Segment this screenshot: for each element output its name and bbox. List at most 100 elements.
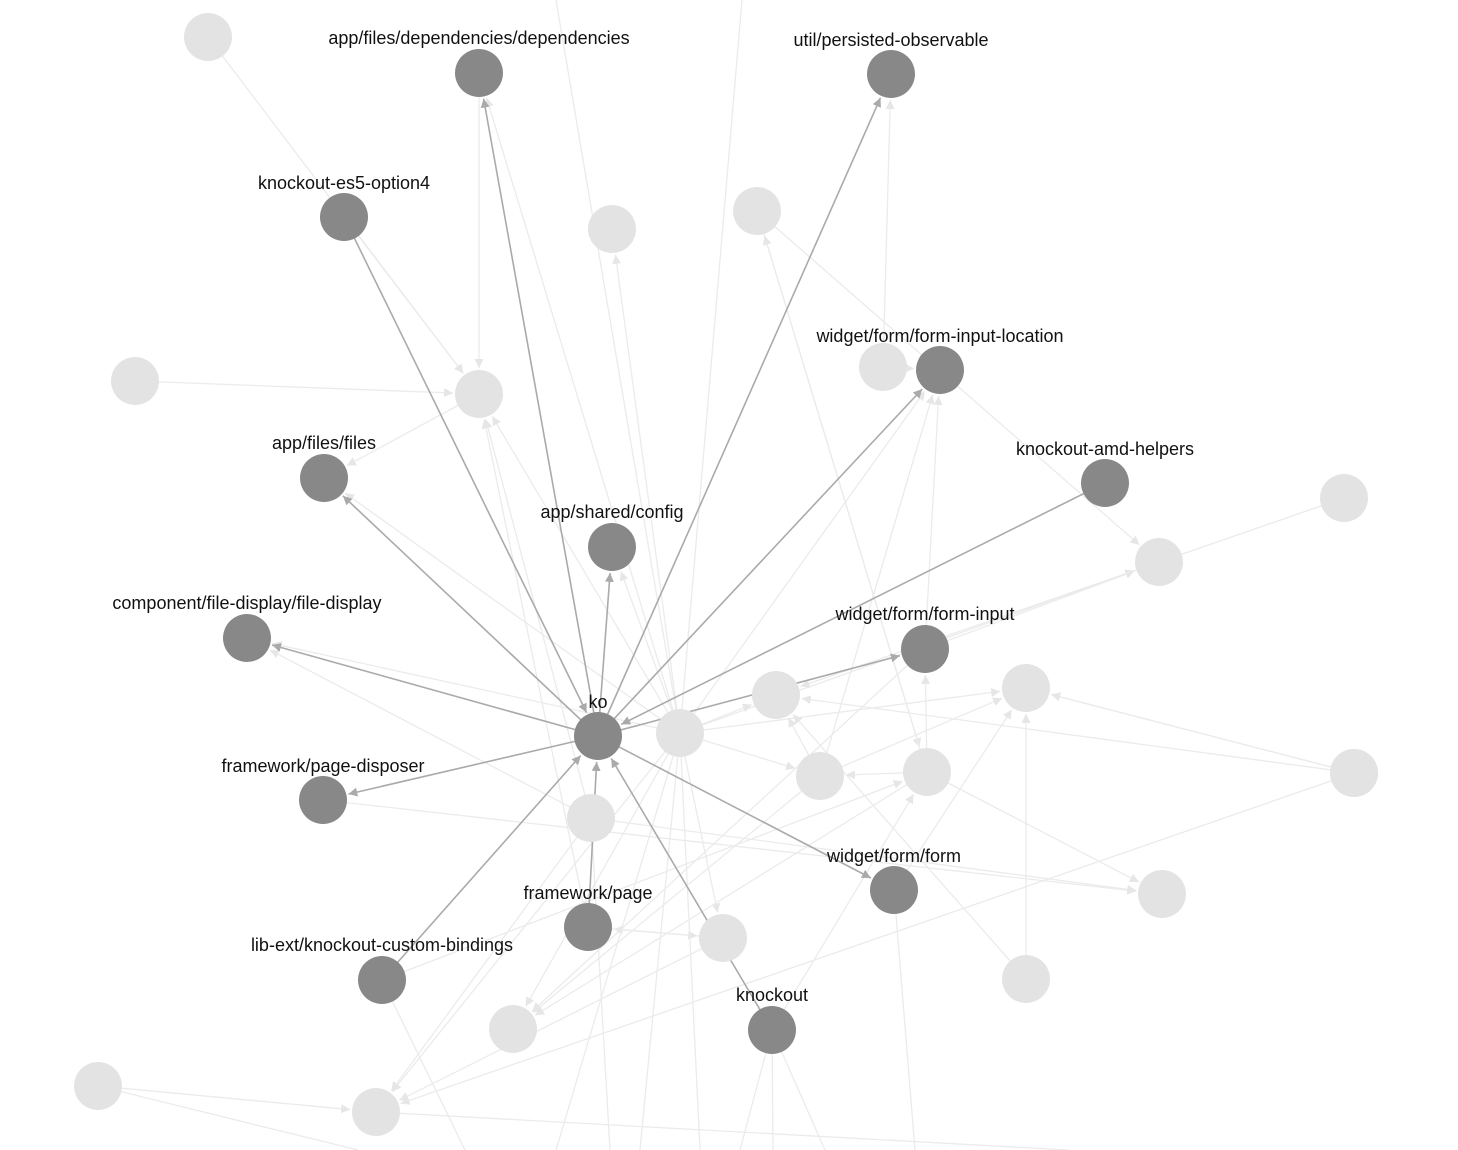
faded-node-g20[interactable] bbox=[352, 1088, 400, 1136]
node-circle[interactable] bbox=[867, 50, 915, 98]
node-circle[interactable] bbox=[1081, 459, 1129, 507]
dependency-edge-ko-files bbox=[342, 495, 599, 737]
faded-edge-g10-g2 bbox=[612, 254, 681, 734]
dependency-edge-ko-filedisp bbox=[271, 643, 599, 737]
node-circle[interactable] bbox=[588, 523, 636, 571]
node-circle[interactable] bbox=[184, 13, 232, 61]
offscreen-edge-g10-3 bbox=[679, 0, 743, 734]
node-circle[interactable] bbox=[903, 748, 951, 796]
faded-edge-g10-g20 bbox=[391, 732, 681, 1093]
module-node-amd[interactable]: knockout-amd-helpers bbox=[1016, 439, 1194, 507]
faded-node-g17[interactable] bbox=[1330, 749, 1378, 797]
faded-node-g2[interactable] bbox=[588, 205, 636, 253]
node-circle[interactable] bbox=[352, 1088, 400, 1136]
node-circle[interactable] bbox=[733, 187, 781, 235]
faded-node-g3[interactable] bbox=[733, 187, 781, 235]
faded-edge-g10-g11 bbox=[679, 688, 1001, 734]
faded-edge-g7-g12 bbox=[800, 497, 1345, 688]
faded-edge-g17-g12 bbox=[801, 695, 1355, 774]
module-node-filedisp[interactable]: component/file-display/file-display bbox=[112, 593, 382, 662]
node-circle[interactable] bbox=[455, 49, 503, 97]
faded-node-g14[interactable] bbox=[903, 748, 951, 796]
node-circle[interactable] bbox=[656, 709, 704, 757]
node-circle[interactable] bbox=[1002, 955, 1050, 1003]
faded-node-g6[interactable] bbox=[455, 370, 503, 418]
faded-node-g10[interactable] bbox=[656, 709, 704, 757]
faded-node-g7[interactable] bbox=[1320, 474, 1368, 522]
node-circle[interactable] bbox=[1330, 749, 1378, 797]
node-circle[interactable] bbox=[299, 776, 347, 824]
faded-node-g1[interactable] bbox=[184, 13, 232, 61]
node-circle[interactable] bbox=[796, 752, 844, 800]
module-node-fil[interactable]: widget/form/form-input-location bbox=[815, 326, 1064, 394]
node-circle[interactable] bbox=[1002, 664, 1050, 712]
node-circle[interactable] bbox=[588, 205, 636, 253]
faded-node-g5[interactable] bbox=[111, 357, 159, 405]
node-circle[interactable] bbox=[752, 671, 800, 719]
faded-edge-g17-g20 bbox=[400, 772, 1355, 1105]
node-circle[interactable] bbox=[320, 193, 368, 241]
dependency-edge-page-ko bbox=[587, 761, 601, 928]
node-circle[interactable] bbox=[111, 357, 159, 405]
node-circle[interactable] bbox=[901, 625, 949, 673]
faded-node-g19[interactable] bbox=[489, 1005, 537, 1053]
node-circle[interactable] bbox=[358, 956, 406, 1004]
faded-node-g11[interactable] bbox=[1002, 664, 1050, 712]
node-circle[interactable] bbox=[1320, 474, 1368, 522]
node-label: component/file-display/file-display bbox=[112, 593, 381, 613]
faded-edge-g10-fil bbox=[679, 390, 926, 734]
node-label: app/files/files bbox=[272, 433, 376, 453]
node-circle[interactable] bbox=[74, 1062, 122, 1110]
node-circle[interactable] bbox=[567, 794, 615, 842]
module-node-ko[interactable]: ko bbox=[574, 692, 622, 760]
module-node-knockout[interactable]: knockout bbox=[736, 985, 808, 1054]
faded-node-g13[interactable] bbox=[796, 752, 844, 800]
faded-node-g4[interactable] bbox=[859, 343, 907, 391]
module-node-config[interactable]: app/shared/config bbox=[540, 502, 684, 571]
module-node-page[interactable]: framework/page bbox=[523, 883, 653, 951]
offscreen-edge-g10-0 bbox=[639, 732, 681, 1150]
node-circle[interactable] bbox=[859, 343, 907, 391]
faded-node-g21[interactable] bbox=[74, 1062, 122, 1110]
faded-edge-g16-g20 bbox=[398, 937, 724, 1101]
faded-edge-g15-g22 bbox=[590, 817, 1137, 894]
node-label: knockout-amd-helpers bbox=[1016, 439, 1194, 459]
faded-node-g12[interactable] bbox=[752, 671, 800, 719]
node-circle[interactable] bbox=[699, 914, 747, 962]
module-node-es5[interactable]: knockout-es5-option4 bbox=[258, 173, 430, 241]
node-label: util/persisted-observable bbox=[793, 30, 988, 50]
module-node-fi[interactable]: widget/form/form-input bbox=[834, 604, 1015, 673]
offscreen-edge-form-10 bbox=[893, 889, 916, 1150]
module-node-files[interactable]: app/files/files bbox=[272, 433, 376, 502]
module-node-form[interactable]: widget/form/form bbox=[826, 846, 961, 914]
node-circle[interactable] bbox=[1138, 870, 1186, 918]
node-label: framework/page bbox=[523, 883, 652, 903]
module-node-kcb[interactable]: lib-ext/knockout-custom-bindings bbox=[251, 935, 513, 1004]
node-circle[interactable] bbox=[223, 614, 271, 662]
node-label: framework/page-disposer bbox=[221, 756, 424, 776]
faded-edge-kcb-g14 bbox=[381, 780, 903, 981]
faded-node-g16[interactable] bbox=[699, 914, 747, 962]
module-node-deps[interactable]: app/files/dependencies/dependencies bbox=[328, 28, 630, 97]
faded-edge-g6-files bbox=[346, 393, 480, 467]
node-circle[interactable] bbox=[574, 712, 622, 760]
node-label: app/shared/config bbox=[540, 502, 683, 522]
faded-edge-g14-g3 bbox=[762, 235, 928, 773]
module-node-persisted[interactable]: util/persisted-observable bbox=[793, 30, 989, 98]
faded-node-g22[interactable] bbox=[1138, 870, 1186, 918]
node-circle[interactable] bbox=[489, 1005, 537, 1053]
module-node-disposer[interactable]: framework/page-disposer bbox=[221, 756, 425, 824]
node-circle[interactable] bbox=[300, 454, 348, 502]
faded-node-g18[interactable] bbox=[1002, 955, 1050, 1003]
faded-node-g15[interactable] bbox=[567, 794, 615, 842]
node-circle[interactable] bbox=[916, 346, 964, 394]
node-circle[interactable] bbox=[564, 903, 612, 951]
node-circle[interactable] bbox=[870, 866, 918, 914]
node-circle[interactable] bbox=[748, 1006, 796, 1054]
node-circle[interactable] bbox=[1135, 538, 1183, 586]
faded-edge-fi-fil bbox=[924, 395, 943, 650]
faded-node-g8[interactable] bbox=[1135, 538, 1183, 586]
node-circle[interactable] bbox=[455, 370, 503, 418]
node-label: lib-ext/knockout-custom-bindings bbox=[251, 935, 513, 955]
